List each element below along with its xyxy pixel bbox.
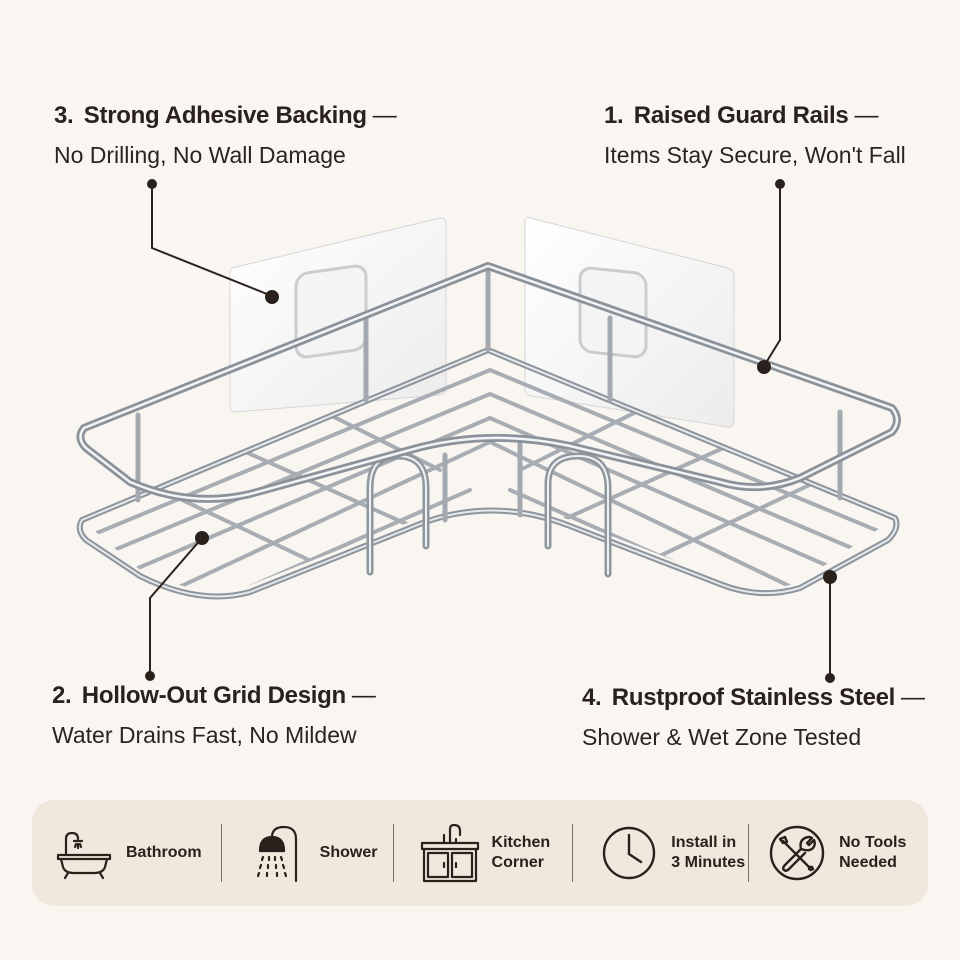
callout-number: 2. — [52, 682, 72, 709]
no-tools-icon — [769, 825, 825, 881]
callout-dash: — — [351, 682, 376, 709]
callout-subtitle: Shower & Wet Zone Tested — [582, 724, 862, 750]
feature-bar: Bathroom Shower Kitchen Corner Install i — [32, 800, 928, 906]
leader-line-steel — [823, 570, 837, 683]
feature-label: Install in 3 Minutes — [671, 834, 746, 871]
callout-title: Strong Adhesive Backing — [83, 102, 367, 129]
callout-number: 3. — [54, 102, 74, 129]
feature-bathroom: Bathroom — [52, 821, 221, 885]
callout-number: 4. — [582, 684, 602, 711]
callout-heading: 2. Hollow-Out Grid Design— — [52, 682, 376, 710]
callout-subtitle: Items Stay Secure, Won't Fall — [604, 142, 906, 168]
kitchen-sink-icon — [420, 823, 479, 883]
callout-title: Raised Guard Rails — [633, 102, 849, 129]
feature-divider — [392, 824, 394, 882]
feature-divider — [572, 824, 574, 882]
feature-no-tools: No Tools Needed — [749, 821, 908, 885]
callout-grid-design: 2. Hollow-Out Grid Design— Water Drains … — [52, 682, 376, 749]
callout-dash: — — [372, 102, 397, 129]
corner-shelf-basket — [76, 262, 901, 600]
callout-heading: 1. Raised Guard Rails— — [604, 102, 906, 130]
bathtub-icon — [56, 831, 112, 880]
callout-guard-rails: 1. Raised Guard Rails— Items Stay Secure… — [604, 102, 906, 169]
feature-divider — [748, 824, 750, 882]
feature-label: No Tools Needed — [839, 834, 907, 871]
feature-kitchen-corner: Kitchen Corner — [394, 821, 573, 885]
callout-heading: 3. Strong Adhesive Backing— — [54, 102, 397, 130]
feature-install-time: Install in 3 Minutes — [573, 821, 748, 885]
leader-line-guard-rails — [757, 179, 785, 374]
callout-title: Hollow-Out Grid Design — [81, 682, 346, 709]
leader-line-grid — [145, 531, 209, 681]
callout-dash: — — [854, 102, 879, 129]
feature-label: Bathroom — [126, 844, 202, 861]
callout-stainless-steel: 4. Rustproof Stainless Steel— Shower & W… — [582, 684, 925, 751]
callout-title: Rustproof Stainless Steel — [611, 684, 896, 711]
callout-number: 1. — [604, 102, 624, 129]
feature-label: Kitchen Corner — [491, 834, 551, 871]
shower-icon — [256, 825, 297, 883]
callout-subtitle: Water Drains Fast, No Mildew — [52, 722, 357, 748]
callout-subtitle: No Drilling, No Wall Damage — [54, 142, 346, 168]
leader-line-adhesive — [147, 179, 279, 304]
callout-heading: 4. Rustproof Stainless Steel— — [582, 684, 925, 712]
clock-icon — [603, 826, 656, 880]
feature-shower: Shower — [222, 821, 393, 885]
callout-dash: — — [901, 684, 925, 711]
feature-divider — [220, 824, 222, 882]
feature-label: Shower — [319, 844, 378, 861]
callout-adhesive-backing: 3. Strong Adhesive Backing— No Drilling,… — [54, 102, 397, 169]
